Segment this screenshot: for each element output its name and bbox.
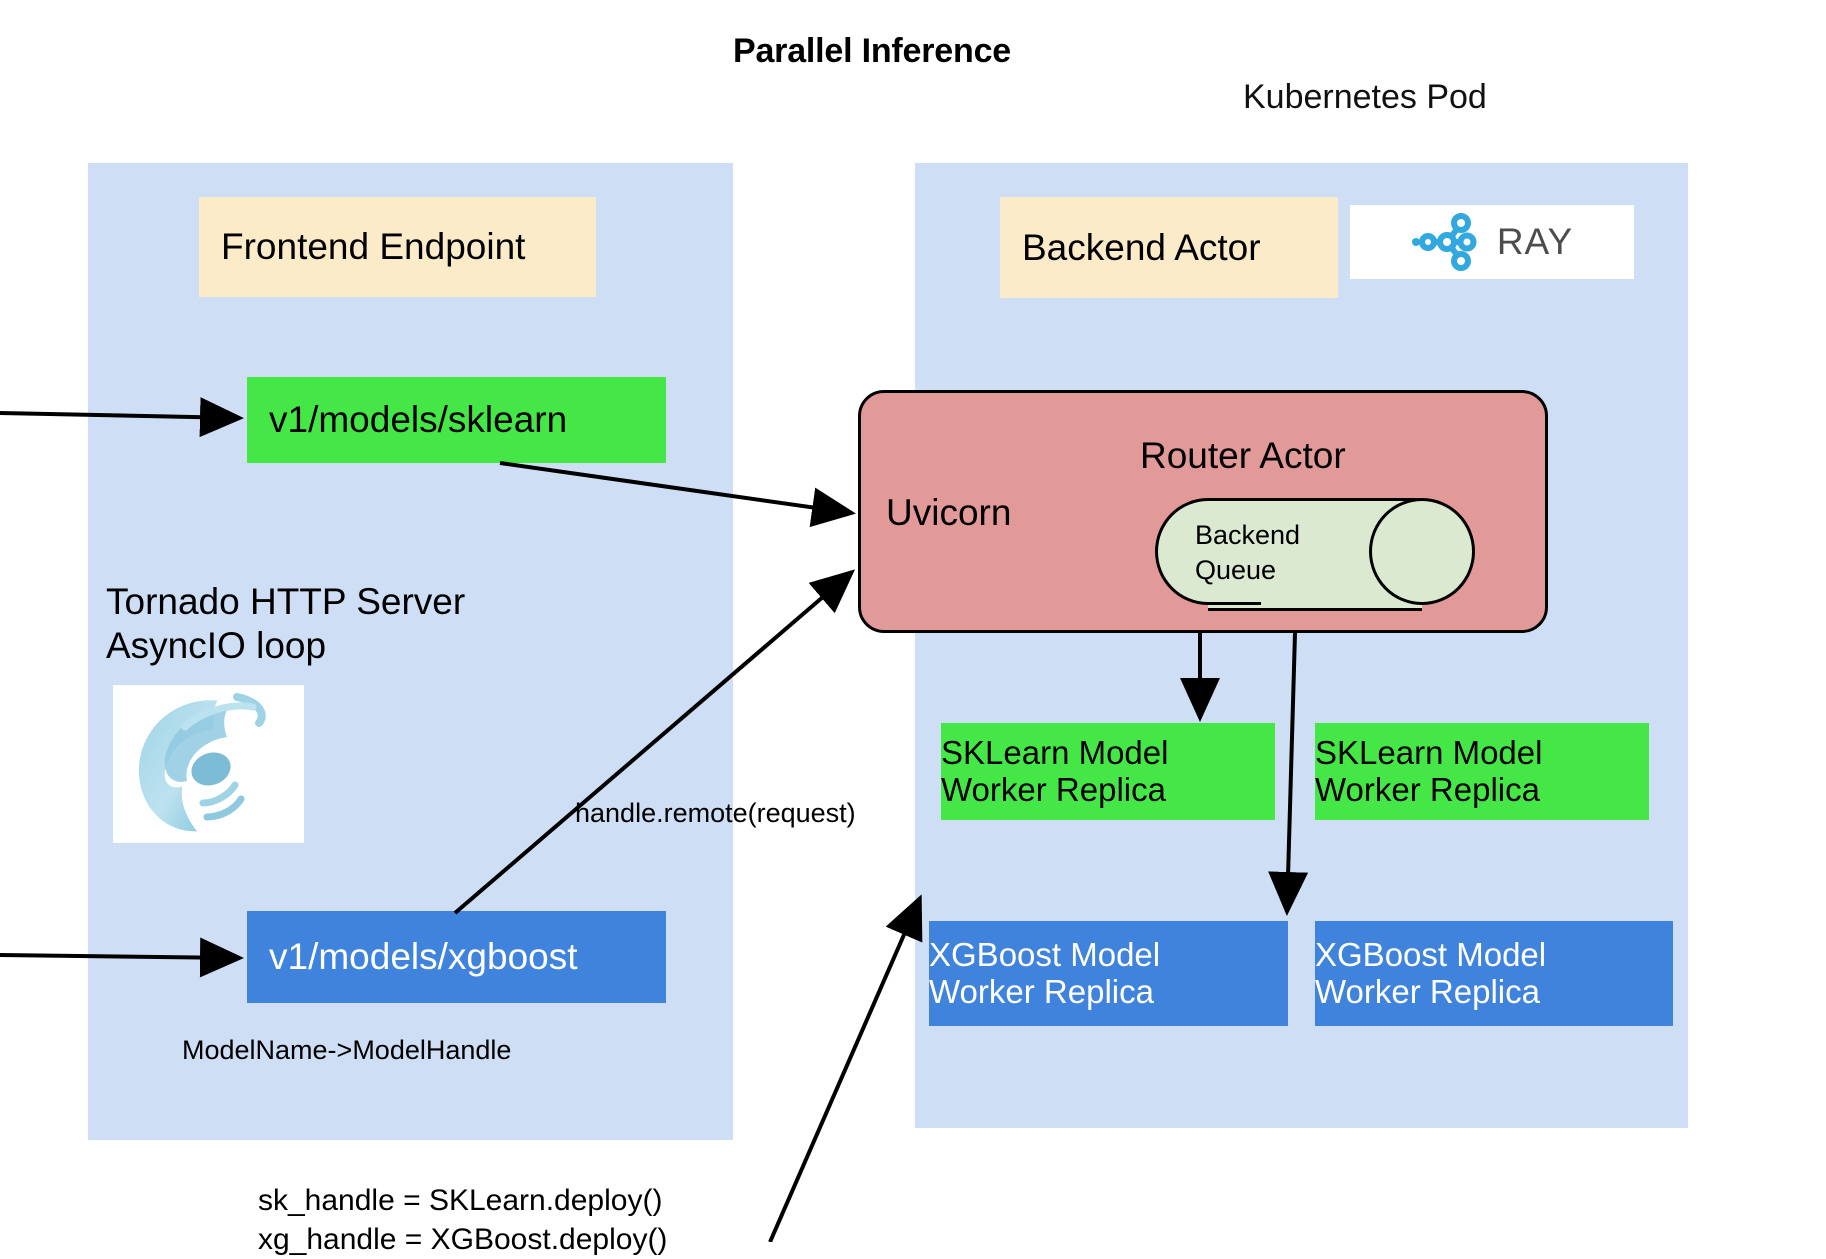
worker-label: XGBoost Model Worker Replica — [929, 935, 1161, 1010]
backend-actor-box: Backend Actor — [1000, 197, 1338, 298]
deploy-code-note: sk_handle = SKLearn.deploy() xg_handle =… — [258, 1184, 668, 1256]
page-title: Parallel Inference — [733, 32, 1011, 70]
endpoint-xgboost-box[interactable]: v1/models/xgboost — [247, 911, 666, 1003]
ray-node-graph-icon — [1411, 213, 1477, 271]
sklearn-worker-replica-1: SKLearn Model Worker Replica — [941, 723, 1275, 820]
frontend-endpoint-label: Frontend Endpoint — [221, 226, 526, 268]
backend-actor-label: Backend Actor — [1022, 226, 1261, 268]
kubernetes-pod-title: Kubernetes Pod — [1243, 78, 1487, 116]
backend-queue-label: Backend Queue — [1195, 520, 1301, 585]
worker-label: SKLearn Model Worker Replica — [1315, 733, 1543, 808]
cylinder-cap-right — [1369, 498, 1475, 605]
ray-logo: RAY — [1350, 205, 1634, 279]
sklearn-worker-replica-2: SKLearn Model Worker Replica — [1315, 723, 1649, 820]
tornado-logo — [113, 685, 304, 843]
ray-logo-text: RAY — [1496, 221, 1574, 262]
uvicorn-label: Uvicorn — [886, 492, 1012, 533]
frontend-endpoint-box: Frontend Endpoint — [199, 197, 596, 297]
xgboost-worker-replica-1: XGBoost Model Worker Replica — [929, 921, 1288, 1026]
cylinder-cap-left — [1155, 498, 1261, 605]
endpoint-xgboost-label: v1/models/xgboost — [269, 936, 578, 978]
router-actor-title: Router Actor — [1140, 435, 1346, 476]
backend-queue-cylinder: Backend Queue — [1155, 498, 1475, 611]
model-handle-note: ModelName->ModelHandle — [182, 1035, 512, 1065]
xgboost-worker-replica-2: XGBoost Model Worker Replica — [1315, 921, 1673, 1026]
worker-label: SKLearn Model Worker Replica — [941, 733, 1169, 808]
worker-label: XGBoost Model Worker Replica — [1315, 935, 1547, 1010]
handle-remote-label: handle.remote(request) — [575, 798, 856, 828]
tornado-http-server-label: Tornado HTTP Server AsyncIO loop — [106, 581, 466, 666]
endpoint-sklearn-box[interactable]: v1/models/sklearn — [247, 377, 666, 463]
endpoint-sklearn-label: v1/models/sklearn — [269, 399, 568, 441]
